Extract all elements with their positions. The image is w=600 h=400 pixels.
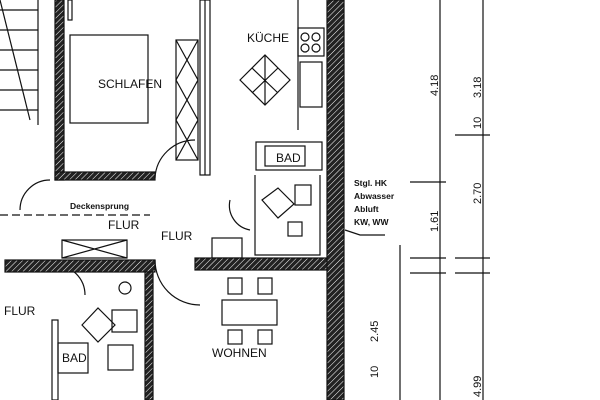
shaft-note: Abwasser xyxy=(354,191,395,201)
dining-table xyxy=(221,299,278,326)
wall xyxy=(194,257,336,271)
room-label-wohnen: WOHNEN xyxy=(212,346,267,360)
room-label-kueche: KÜCHE xyxy=(247,31,289,45)
bed xyxy=(69,34,149,124)
stove xyxy=(297,27,325,57)
dimension-label: 4.99 xyxy=(472,376,484,397)
dimension-label: 1.61 xyxy=(429,211,441,232)
room-label-flur: FLUR xyxy=(161,229,193,243)
dimension-lines xyxy=(399,0,490,400)
staircase xyxy=(0,0,39,125)
exterior-wall xyxy=(326,0,345,400)
dimension-label: 10 xyxy=(369,366,381,378)
room-label-bad: BAD xyxy=(62,351,87,365)
shaft-note: KW, WW xyxy=(354,217,389,227)
wall xyxy=(54,0,65,181)
shaft-note: Abluft xyxy=(354,204,379,214)
room-label-flur: FLUR xyxy=(108,218,140,232)
shower xyxy=(57,342,89,374)
wall xyxy=(54,171,156,181)
room-label-flur: FLUR xyxy=(4,304,36,318)
shaft-note: Stgl. HK xyxy=(354,178,388,188)
sink xyxy=(287,221,303,237)
room-label-bad: BAD xyxy=(276,151,301,165)
dimension-label: 3.18 xyxy=(472,77,484,98)
bathtub xyxy=(255,141,323,171)
wardrobe xyxy=(175,39,199,161)
dimension-label: 2.45 xyxy=(369,321,381,342)
room-label-schlafen: SCHLAFEN xyxy=(98,77,162,91)
dimension-label: 2.70 xyxy=(472,183,484,204)
toilet xyxy=(294,184,312,206)
wall xyxy=(4,259,156,273)
dimension-label: 10 xyxy=(472,117,484,129)
kitchen-table xyxy=(239,54,291,106)
dimension-label: 4.18 xyxy=(429,75,441,96)
note-deckensprung: Deckensprung xyxy=(70,201,129,211)
